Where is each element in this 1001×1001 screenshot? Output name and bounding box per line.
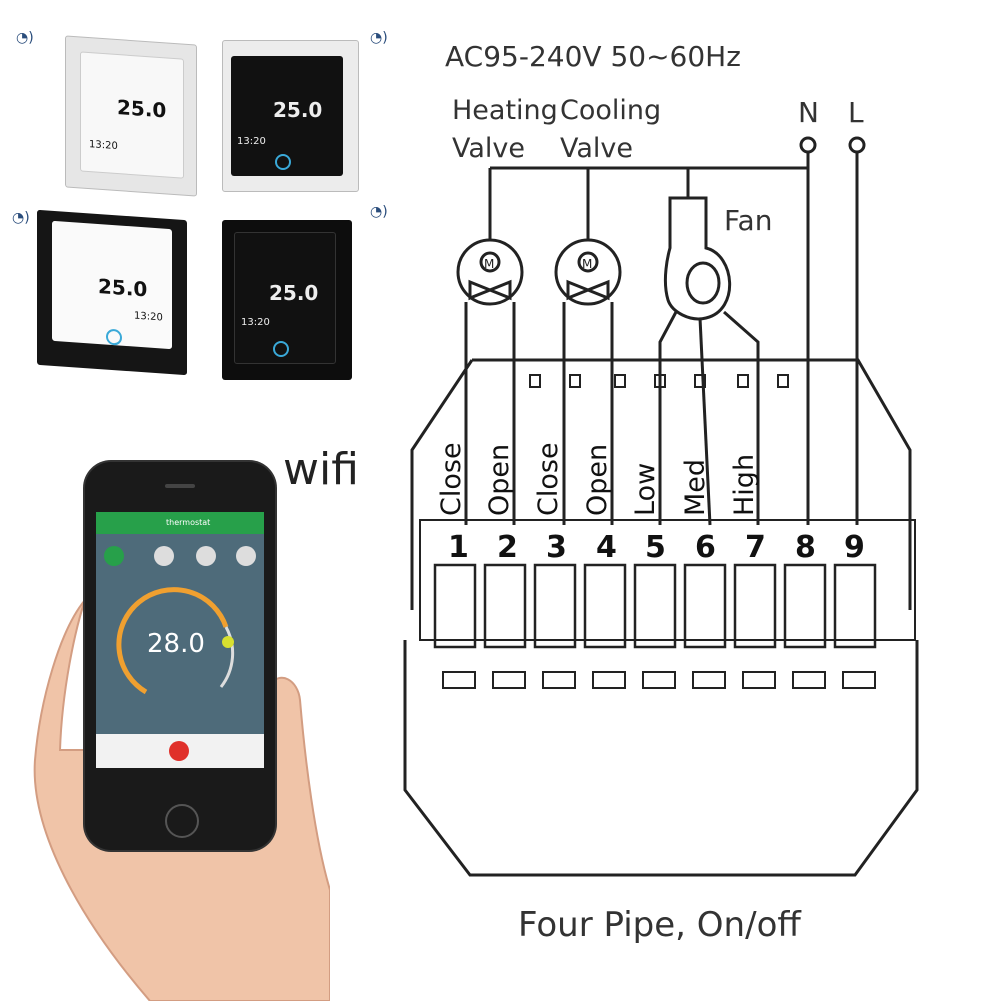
phone-screen: thermostat 28.0 bbox=[96, 512, 264, 768]
power-ring-icon bbox=[106, 328, 122, 346]
power-ring-icon bbox=[273, 341, 289, 357]
live-label: L bbox=[848, 96, 864, 129]
smartphone: thermostat 28.0 bbox=[85, 462, 275, 850]
wiring-caption: Four Pipe, On/off bbox=[518, 905, 801, 945]
app-title: thermostat bbox=[166, 518, 211, 527]
power-button[interactable] bbox=[169, 741, 189, 761]
power-ring-icon bbox=[275, 154, 291, 170]
lock-icon[interactable] bbox=[236, 546, 256, 566]
terminal-number-2: 2 bbox=[497, 530, 518, 565]
terminal-number-1: 1 bbox=[448, 530, 469, 565]
terminal-number-3: 3 bbox=[546, 530, 567, 565]
terminal-block-row bbox=[433, 563, 877, 649]
home-button[interactable] bbox=[165, 804, 199, 838]
thermostat-white-screen: 25.0 13:20 bbox=[80, 51, 184, 179]
neutral-label: N bbox=[798, 96, 819, 129]
terminal-label-2: Open bbox=[484, 443, 515, 516]
earpiece bbox=[165, 484, 195, 488]
app-footer bbox=[96, 734, 264, 768]
terminal-label-4: Open bbox=[582, 443, 613, 516]
terminal-number-8: 8 bbox=[795, 530, 816, 565]
terminal-label-5: Low bbox=[630, 462, 661, 516]
terminal-label-1: Close bbox=[436, 442, 467, 516]
supply-rating: AC95-240V 50~60Hz bbox=[445, 40, 741, 73]
temperature-dial[interactable] bbox=[116, 587, 246, 707]
mode-icon[interactable] bbox=[104, 546, 124, 566]
app-temperature: 28.0 bbox=[147, 629, 205, 659]
app-header: thermostat bbox=[96, 512, 264, 534]
schedule-icon[interactable] bbox=[196, 546, 216, 566]
live-terminal bbox=[848, 136, 866, 154]
thermostat-temp-readout: 25.0 bbox=[117, 95, 167, 123]
wifi-label: wifi bbox=[283, 444, 359, 495]
terminal-number-4: 4 bbox=[596, 530, 617, 565]
thermostat-black-screen: 25.0 13:20 bbox=[231, 56, 343, 176]
wifi-signal-icon: ◔) bbox=[12, 210, 30, 226]
wifi-signal-icon: ◔) bbox=[370, 204, 388, 220]
thermostat-silver-panel: 25.0 13:20 bbox=[222, 40, 359, 192]
terminal-number-7: 7 bbox=[745, 530, 766, 565]
terminal-label-3: Close bbox=[533, 442, 564, 516]
thermostat-black-panel-2: 25.0 13:20 bbox=[222, 220, 352, 380]
thermostat-white-panel: 25.0 13:20 bbox=[65, 35, 197, 197]
settings-icon[interactable] bbox=[154, 546, 174, 566]
thermostat-black-panel-1: 25.0 13:20 bbox=[37, 209, 187, 376]
heating-valve-symbol bbox=[456, 238, 524, 306]
housing-bottom bbox=[403, 640, 919, 877]
heating-motor-label: M bbox=[484, 257, 494, 271]
terminal-label-6: Med bbox=[680, 458, 711, 516]
fan-symbol bbox=[663, 196, 732, 321]
thermostat-time-readout: 13:20 bbox=[89, 139, 118, 153]
terminal-label-7: High bbox=[729, 453, 760, 516]
fan-label: Fan bbox=[724, 204, 773, 237]
wifi-signal-icon: ◔) bbox=[370, 30, 388, 46]
housing-top bbox=[410, 358, 912, 610]
cooling-valve-symbol bbox=[554, 238, 622, 306]
neutral-terminal bbox=[799, 136, 817, 154]
cooling-motor-label: M bbox=[582, 257, 592, 271]
terminal-number-6: 6 bbox=[695, 530, 716, 565]
terminal-number-5: 5 bbox=[645, 530, 666, 565]
terminal-number-9: 9 bbox=[844, 530, 865, 565]
wifi-signal-icon: ◔) bbox=[16, 30, 34, 46]
